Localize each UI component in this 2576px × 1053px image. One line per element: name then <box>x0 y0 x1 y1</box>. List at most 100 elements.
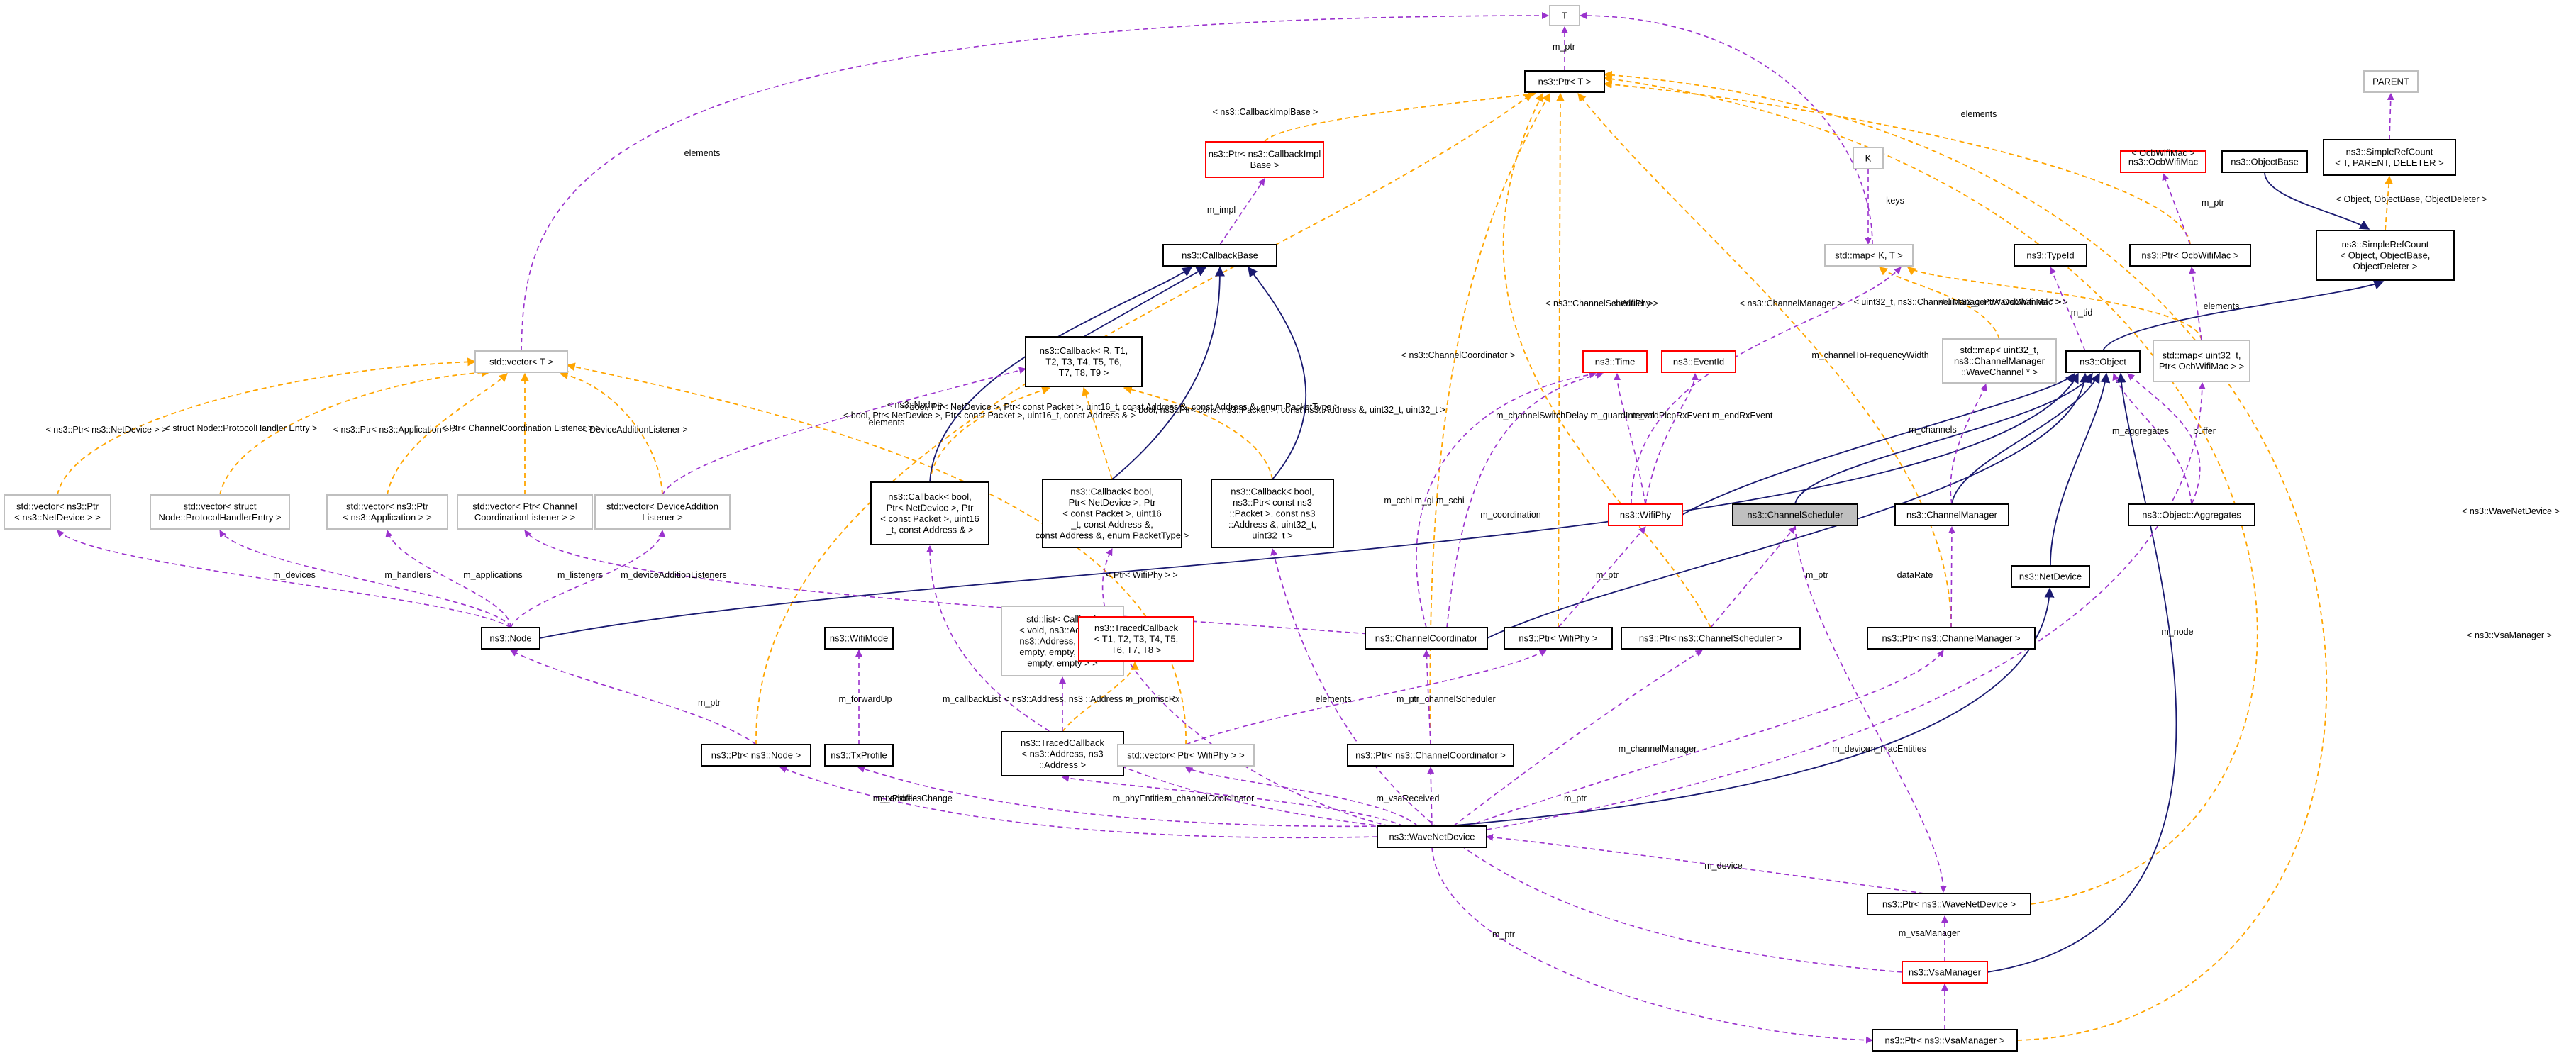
class-node-obj-aggregates[interactable]: ns3::Object::Aggregates <box>2128 503 2255 526</box>
node-box <box>1661 350 1736 373</box>
edge-label: m_channelSwitchDelay m_guardInterval <box>1496 411 1655 420</box>
class-node-ptr-wave-net-dev[interactable]: ns3::Ptr< ns3::WaveNetDevice > <box>1867 893 2031 915</box>
node-box <box>1211 479 1334 548</box>
edge-label: < Ptr< WifiPhy > > <box>1106 570 1177 580</box>
edge-label: m_channels <box>1909 425 1956 435</box>
class-node-ocb-wifi-mac[interactable]: ns3::OcbWifiMac <box>2120 150 2206 173</box>
template-instance-edge <box>1264 90 1537 143</box>
class-node-simple-ref-obj[interactable]: ns3::SimpleRefCount< Object, ObjectBase,… <box>2316 230 2455 281</box>
node-label-line: ns3::Node <box>489 633 531 643</box>
class-node-traced-cb-tpl[interactable]: ns3::TracedCallback< T1, T2, T3, T4, T5,… <box>1078 616 1194 662</box>
node-label-line: ns3::SimpleRefCount <box>2342 239 2429 250</box>
class-node-vsa-manager[interactable]: ns3::VsaManager <box>1902 961 1988 984</box>
node-box <box>870 481 989 545</box>
class-node-ptr-ocb[interactable]: ns3::Ptr< OcbWifiMac > <box>2129 244 2251 267</box>
node-label-line: std::map< uint32_t, <box>2163 350 2241 361</box>
node-label-line: std::vector< struct <box>184 501 257 512</box>
template-instance-edge <box>1603 74 2258 905</box>
class-node-time[interactable]: ns3::Time <box>1582 350 1648 373</box>
template-instance-edge <box>929 386 1051 483</box>
node-label-line: std::vector< Ptr< WifiPhy > > <box>1127 750 1244 760</box>
node-label-line: std::vector< ns3::Ptr <box>16 501 99 512</box>
node-box <box>1902 961 1988 984</box>
class-node-channel-manager[interactable]: ns3::ChannelManager <box>1894 503 2009 526</box>
class-node-channel-coord[interactable]: ns3::ChannelCoordinator <box>1365 627 1488 650</box>
class-node-vec-proto: std::vector< structNode::ProtocolHandler… <box>150 494 290 530</box>
edge-label: < ns3::Ptr< ns3::NetDevice > > <box>46 425 167 435</box>
edge-label: elements <box>684 148 721 158</box>
edge-label: m_addressChange <box>877 793 953 803</box>
class-node-ptr-node[interactable]: ns3::Ptr< ns3::Node > <box>701 744 811 767</box>
class-node-event-id[interactable]: ns3::EventId <box>1661 350 1736 373</box>
edge-label: < uint32_t, ns3::Channel Manager::WaveCh… <box>1854 297 2062 307</box>
class-node-wifi-phy[interactable]: ns3::WifiPhy <box>1608 503 1683 526</box>
edge-label: m_node <box>2161 627 2193 637</box>
node-label-line: ns3::Callback< R, T1, <box>1040 345 1128 356</box>
inheritance-edge <box>2102 279 2385 352</box>
node-box <box>2065 350 2141 373</box>
node-label-line: T2, T3, T4, T5, T6, <box>1045 356 1121 367</box>
node-box <box>1162 244 1277 267</box>
class-node-ptr-wifi-phy[interactable]: ns3::Ptr< WifiPhy > <box>1504 627 1613 650</box>
node-label-line: T <box>1562 10 1567 21</box>
class-node-wave-net-device[interactable]: ns3::WaveNetDevice <box>1377 825 1487 848</box>
usage-edge <box>1416 371 1597 628</box>
template-instance-edge <box>219 368 491 496</box>
node-label-line: < const Packet >, uint16 <box>880 513 979 524</box>
usage-edge <box>1645 373 1699 505</box>
class-node-object-base[interactable]: ns3::ObjectBase <box>2221 150 2308 173</box>
class-node-stdvec-t: std::vector< T > <box>474 350 568 373</box>
edge-label: < Object, ObjectBase, ObjectDeleter > <box>2336 194 2487 204</box>
inheritance-edge <box>539 372 2079 639</box>
class-node-cb-bool-vsa[interactable]: ns3::Callback< bool,ns3::Ptr< const ns3:… <box>1211 479 1334 548</box>
node-box <box>4 494 111 530</box>
node-label-line: ns3::SimpleRefCount <box>2346 147 2433 157</box>
usage-edge <box>1219 178 1265 245</box>
node-box <box>1365 627 1488 650</box>
inheritance-edge <box>1987 372 2177 973</box>
class-node-wifi-mode[interactable]: ns3::WifiMode <box>824 627 894 650</box>
node-label-line: Ptr< NetDevice >, Ptr <box>1069 497 1156 508</box>
class-node-callback-base[interactable]: ns3::CallbackBase <box>1162 244 1277 267</box>
class-node-cb-bool-promisc[interactable]: ns3::Callback< bool,Ptr< NetDevice >, Pt… <box>1036 479 1189 548</box>
class-node-simple-ref-tpl[interactable]: ns3::SimpleRefCount< T, PARENT, DELETER … <box>2323 139 2456 176</box>
class-node-ptr-cb-impl[interactable]: ns3::Ptr< ns3::CallbackImplBase > <box>1205 141 1324 178</box>
class-node-traced-cb-addr[interactable]: ns3::TracedCallback< ns3::Address, ns3::… <box>1001 731 1124 776</box>
template-instance-edge <box>1603 80 2191 245</box>
class-node-ptr-t[interactable]: ns3::Ptr< T > <box>1524 70 1605 93</box>
node-box <box>1377 825 1487 848</box>
edge-label: m_ptr <box>2202 198 2224 208</box>
class-node-ptr-ch-mgr[interactable]: ns3::Ptr< ns3::ChannelManager > <box>1867 627 2036 650</box>
class-node-ptr-ch-sched[interactable]: ns3::Ptr< ns3::ChannelScheduler > <box>1621 627 1801 650</box>
edge-label: elements <box>1961 109 1997 119</box>
class-node-tx-profile[interactable]: ns3::TxProfile <box>824 744 894 767</box>
edge-label: < ns3::ChannelScheduler > <box>1545 299 1653 308</box>
usage-edge <box>1580 12 1873 245</box>
node-label-line: ns3::Callback< bool, <box>1231 486 1314 496</box>
edge-label: m_handlers <box>384 570 431 580</box>
usage-edge <box>385 530 511 628</box>
class-node-map-ocb: std::map< uint32_t,Ptr< OcbWifiMac > > <box>2153 340 2250 382</box>
edge-label: m_channelScheduler <box>1412 694 1495 704</box>
class-node-stdmap-k-t: std::map< K, T > <box>1824 244 1914 267</box>
class-node-type-id[interactable]: ns3::TypeId <box>2014 244 2087 267</box>
class-node-net-device[interactable]: ns3::NetDevice <box>2011 565 2090 588</box>
usage-edge <box>1453 650 1703 827</box>
edge-label: < bool, Ptr< NetDevice >, Ptr< const Pac… <box>902 402 1339 412</box>
edge-label: buffer <box>2193 426 2216 436</box>
edge-label: < ns3::CallbackImplBase > <box>1213 107 1318 117</box>
edge-label: m_impl <box>1207 205 1236 215</box>
class-node-channel-scheduler[interactable]: ns3::ChannelScheduler <box>1732 503 1858 526</box>
template-instance-edge <box>57 357 477 496</box>
node-box <box>1872 1029 2018 1052</box>
node-label-line: < T, PARENT, DELETER > <box>2335 157 2443 168</box>
class-node-object[interactable]: ns3::Object <box>2065 350 2141 373</box>
class-node-callback-tpl[interactable]: ns3::Callback< R, T1,T2, T3, T4, T5, T6,… <box>1025 336 1143 387</box>
class-node-ptr-ch-coord[interactable]: ns3::Ptr< ns3::ChannelCoordinator > <box>1347 744 1514 767</box>
class-node-ptr-vsa-mgr[interactable]: ns3::Ptr< ns3::VsaManager > <box>1872 1029 2018 1052</box>
node-label-line: Ptr< OcbWifiMac > > <box>2159 361 2244 372</box>
node-box <box>701 744 811 767</box>
class-node-cb-bool-net-dev[interactable]: ns3::Callback< bool,Ptr< NetDevice >, Pt… <box>870 481 989 545</box>
class-node-node[interactable]: ns3::Node <box>481 627 540 650</box>
edge-label: < Ptr< ChannelCoordination Listener > > <box>442 423 601 433</box>
